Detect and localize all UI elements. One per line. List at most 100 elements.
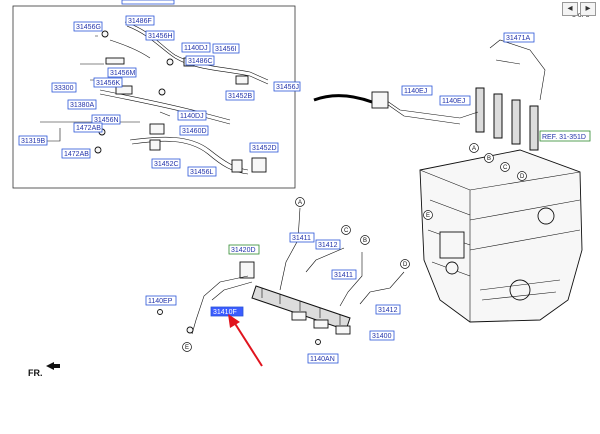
front-arrow-icon bbox=[46, 362, 60, 370]
callout-e-engine bbox=[423, 210, 433, 220]
label-1140EJ-b[interactable]: 1140EJ bbox=[439, 95, 471, 106]
label-1140DJ-b[interactable]: 1140DJ bbox=[177, 110, 207, 121]
front-direction-label: FR. bbox=[28, 368, 43, 378]
svg-text:31380A: 31380A bbox=[70, 102, 94, 109]
svg-text:31456L: 31456L bbox=[190, 169, 213, 176]
label-31456G[interactable]: 31456G bbox=[73, 21, 103, 32]
svg-text:1140EP: 1140EP bbox=[148, 298, 173, 305]
svg-text:31412: 31412 bbox=[378, 307, 398, 314]
label-31456J[interactable]: 31456J bbox=[273, 81, 301, 92]
label-31456H[interactable]: 31456H bbox=[145, 30, 175, 41]
red-annotation-arrow bbox=[228, 314, 263, 367]
svg-text:1472AB: 1472AB bbox=[76, 125, 101, 132]
label-31452D[interactable]: 31452D bbox=[249, 142, 279, 153]
rail-labels: 31411 31412 31420D 31411 1140EP 31410F 3… bbox=[145, 232, 401, 364]
svg-text:31410F: 31410F bbox=[213, 309, 237, 316]
label-31380A[interactable]: 31380A bbox=[67, 99, 97, 110]
svg-text:31319B: 31319B bbox=[21, 138, 45, 145]
svg-text:31412: 31412 bbox=[318, 242, 338, 249]
label-31460D[interactable]: 31460D bbox=[179, 125, 209, 136]
label-31319B[interactable]: 31319B bbox=[18, 135, 48, 146]
label-31410F[interactable]: 31410F bbox=[210, 306, 244, 317]
callout-c-rail bbox=[341, 225, 351, 235]
rail-callouts: A C B D E bbox=[182, 197, 410, 352]
label-31420D[interactable]: 31420D bbox=[228, 244, 260, 255]
nav-prev-button[interactable]: ◂ bbox=[562, 2, 578, 16]
label-31456M[interactable]: 31456M bbox=[107, 67, 137, 78]
svg-text:A: A bbox=[472, 146, 476, 152]
label-ref-31-351D[interactable]: REF. 31-351D bbox=[539, 130, 591, 142]
label-31486C[interactable]: 31486C bbox=[185, 55, 215, 66]
svg-text:31452D: 31452D bbox=[252, 145, 277, 152]
label-31412-a[interactable]: 31412 bbox=[315, 239, 341, 250]
svg-text:31411: 31411 bbox=[292, 235, 311, 242]
svg-text:D: D bbox=[403, 262, 408, 268]
svg-text:31471A: 31471A bbox=[506, 35, 530, 42]
svg-text:A: A bbox=[298, 200, 302, 206]
svg-text:1472AB: 1472AB bbox=[64, 151, 89, 158]
label-31471A[interactable]: 31471A bbox=[503, 32, 535, 43]
svg-text:REF. 31-351D: REF. 31-351D bbox=[542, 134, 586, 141]
fuel-rail-assembly bbox=[157, 207, 405, 345]
svg-text:1140EJ: 1140EJ bbox=[404, 88, 427, 95]
callout-b-rail bbox=[360, 235, 370, 245]
label-31411-b[interactable]: 31411 bbox=[331, 269, 357, 280]
label-31456I[interactable]: 31456I bbox=[212, 43, 240, 54]
label-31456N[interactable]: 31456N bbox=[91, 114, 121, 125]
label-31456K[interactable]: 31456K bbox=[93, 77, 123, 88]
label-1140AN[interactable]: 1140AN bbox=[307, 353, 339, 364]
label-31452C[interactable]: 31452C bbox=[151, 158, 181, 169]
svg-text:31456M: 31456M bbox=[110, 70, 135, 77]
label-31486F[interactable]: 31486F bbox=[125, 15, 155, 26]
engine-assembly bbox=[371, 39, 583, 323]
callout-d-engine bbox=[517, 171, 527, 181]
svg-text:31456J: 31456J bbox=[276, 84, 299, 91]
svg-text:31486C: 31486C bbox=[188, 58, 213, 65]
callout-a-engine bbox=[469, 143, 479, 153]
label-33300[interactable]: 33300 bbox=[51, 82, 77, 93]
engine-callouts: A B C D E bbox=[423, 143, 527, 220]
callout-b-engine bbox=[484, 153, 494, 163]
label-1140EP[interactable]: 1140EP bbox=[145, 295, 177, 306]
detail-pointer bbox=[313, 94, 373, 104]
svg-text:31456H: 31456H bbox=[148, 33, 173, 40]
svg-text:31456K: 31456K bbox=[96, 80, 120, 87]
callout-e-rail bbox=[182, 342, 192, 352]
label-31412-b[interactable]: 31412 bbox=[375, 304, 401, 315]
callout-d-rail bbox=[400, 259, 410, 269]
svg-text:E: E bbox=[185, 345, 189, 351]
svg-text:31400: 31400 bbox=[372, 333, 392, 340]
detail-labels: 31486F 31456G 31456H 1140DJ 31456I 31486… bbox=[18, 15, 301, 177]
svg-text:1140DJ: 1140DJ bbox=[180, 113, 204, 120]
label-1472AB-a[interactable]: 1472AB bbox=[73, 122, 103, 133]
label-31400[interactable]: 31400 bbox=[369, 330, 395, 341]
svg-text:31486F: 31486F bbox=[128, 18, 152, 25]
callout-a-rail bbox=[295, 197, 305, 207]
svg-text:B: B bbox=[487, 156, 491, 162]
label-box-cut bbox=[121, 0, 175, 5]
callout-c-engine bbox=[500, 162, 510, 172]
label-1140EJ-a[interactable]: 1140EJ bbox=[401, 85, 433, 96]
svg-text:B: B bbox=[363, 238, 367, 244]
svg-text:31452B: 31452B bbox=[228, 93, 252, 100]
svg-text:E: E bbox=[426, 213, 430, 219]
label-31456L[interactable]: 31456L bbox=[187, 166, 217, 177]
svg-text:1140AN: 1140AN bbox=[310, 356, 335, 363]
svg-text:33300: 33300 bbox=[54, 85, 74, 92]
label-31411[interactable]: 31411 bbox=[289, 232, 315, 243]
svg-text:31456N: 31456N bbox=[94, 117, 119, 124]
svg-text:31460D: 31460D bbox=[182, 128, 207, 135]
label-31452B[interactable]: 31452B bbox=[225, 90, 255, 101]
svg-text:1140EJ: 1140EJ bbox=[442, 98, 465, 105]
svg-text:31420D: 31420D bbox=[231, 247, 256, 254]
label-1140DJ-a[interactable]: 1140DJ bbox=[181, 42, 211, 53]
nav-next-button[interactable]: ▸ bbox=[580, 2, 596, 16]
engine-labels: 31471A 1140EJ 1140EJ REF. 31-351D bbox=[401, 32, 591, 142]
svg-text:D: D bbox=[520, 174, 525, 180]
svg-text:C: C bbox=[344, 228, 349, 234]
svg-text:31456G: 31456G bbox=[76, 24, 101, 31]
svg-text:31411: 31411 bbox=[334, 272, 353, 279]
svg-text:C: C bbox=[503, 165, 508, 171]
label-1472AB-b[interactable]: 1472AB bbox=[61, 148, 91, 159]
svg-text:31452C: 31452C bbox=[154, 161, 179, 168]
